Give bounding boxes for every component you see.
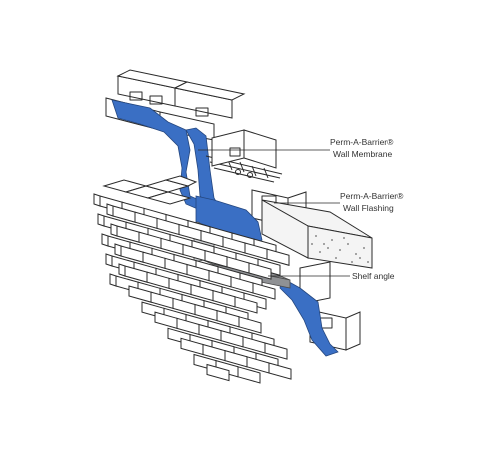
brick: [237, 366, 261, 384]
brick-end: [93, 193, 101, 207]
middle-block-course: [211, 129, 307, 227]
flashing-label-line2: Wall Flashing: [343, 203, 394, 213]
shelf-angle-label: Shelf angle: [352, 271, 395, 281]
brick: [248, 262, 272, 280]
flashing-label-line1: Perm-A-Barrier®: [340, 191, 404, 201]
brick-end: [114, 243, 122, 257]
reinforcement-ties: [205, 155, 283, 183]
callout-membrane: Perm-A-Barrier® Wall Membrane: [198, 137, 394, 159]
brick-end: [105, 253, 113, 267]
brick: [266, 248, 290, 266]
brick-end: [109, 273, 117, 287]
brick: [268, 362, 292, 380]
callout-shelf-angle: Shelf angle: [268, 271, 395, 281]
brick-end: [118, 263, 126, 277]
brick-veneer: [93, 175, 292, 384]
brick: [238, 316, 262, 334]
brick-end: [101, 233, 109, 247]
callout-flashing: Perm-A-Barrier® Wall Flashing: [274, 191, 404, 213]
brick: [234, 296, 258, 314]
brick: [206, 363, 230, 382]
brick: [264, 342, 288, 360]
brick: [252, 282, 276, 300]
concrete-slab: [261, 199, 373, 269]
brick-end: [97, 213, 105, 227]
brick-end: [110, 223, 118, 237]
brick-end: [106, 203, 114, 217]
lower-membrane: [279, 277, 339, 357]
membrane-label-line2: Wall Membrane: [333, 149, 392, 159]
membrane-label-line1: Perm-A-Barrier®: [330, 137, 394, 147]
